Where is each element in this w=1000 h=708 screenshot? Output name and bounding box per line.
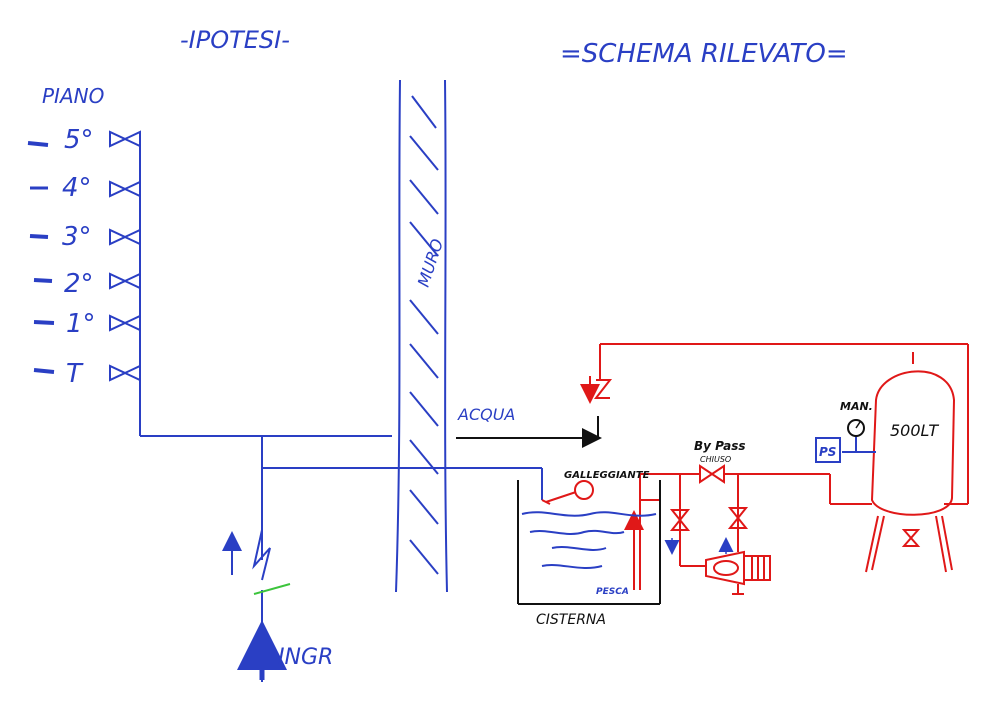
float-ball-icon <box>574 480 594 500</box>
valve-icon <box>109 180 141 198</box>
wall-label: MURO <box>414 237 447 290</box>
floor-label-3: 3° <box>62 222 92 252</box>
pressure-tank <box>865 352 956 573</box>
valve-icon <box>109 364 141 382</box>
floor-label-t: T <box>66 359 84 389</box>
check-valve-icon <box>593 379 613 399</box>
floor-row-1: 1° <box>33 309 141 339</box>
gauge-label: MAN. <box>840 400 873 413</box>
valve-icon <box>109 228 141 246</box>
valve-icon <box>669 509 691 531</box>
pump-icon <box>705 550 771 595</box>
valve-icon <box>727 507 749 529</box>
float-valve-label: GALLEGGIANTE <box>564 470 650 481</box>
green-mark <box>253 583 291 595</box>
bypass-state: CHIUSO <box>700 455 731 464</box>
floor-row-5: 5° <box>27 125 141 155</box>
blue-riser-pipe <box>139 136 543 682</box>
floor-row-2: 2° <box>33 269 141 299</box>
floor-label-2: 2° <box>64 269 94 299</box>
title-right: =SCHEMA RILEVATO= <box>560 39 848 69</box>
red-pressure-pipe <box>599 343 969 590</box>
floor-row-t: T <box>33 359 141 389</box>
valve-icon <box>109 130 141 148</box>
pressure-switch-icon <box>815 437 841 463</box>
cistern-label: CISTERNA <box>536 612 606 628</box>
floor-label-1: 1° <box>66 309 96 339</box>
bypass-label: By Pass <box>694 439 746 453</box>
floor-row-4: 4° <box>30 173 141 203</box>
valve-icon <box>109 272 141 290</box>
tank-label: 500LT <box>890 421 939 440</box>
inlet-label: INGR <box>278 645 333 670</box>
title-left: -IPOTESI- <box>180 26 290 54</box>
pressure-gauge-icon <box>847 419 865 437</box>
floors-header: PIANO <box>42 84 104 108</box>
wall <box>395 79 448 593</box>
floor-label-5: 5° <box>64 125 94 155</box>
water-label: ACQUA <box>457 405 515 424</box>
water-waves <box>521 511 657 569</box>
floor-row-3: 3° <box>29 222 141 252</box>
suction-label: PESCA <box>596 587 629 597</box>
pressure-switch-label: PS <box>819 445 836 459</box>
bypass-valve-icon <box>699 464 725 484</box>
valve-icon <box>109 314 141 332</box>
floor-label-4: 4° <box>62 173 92 203</box>
check-valve-icon <box>252 529 271 581</box>
cistern <box>517 480 661 605</box>
